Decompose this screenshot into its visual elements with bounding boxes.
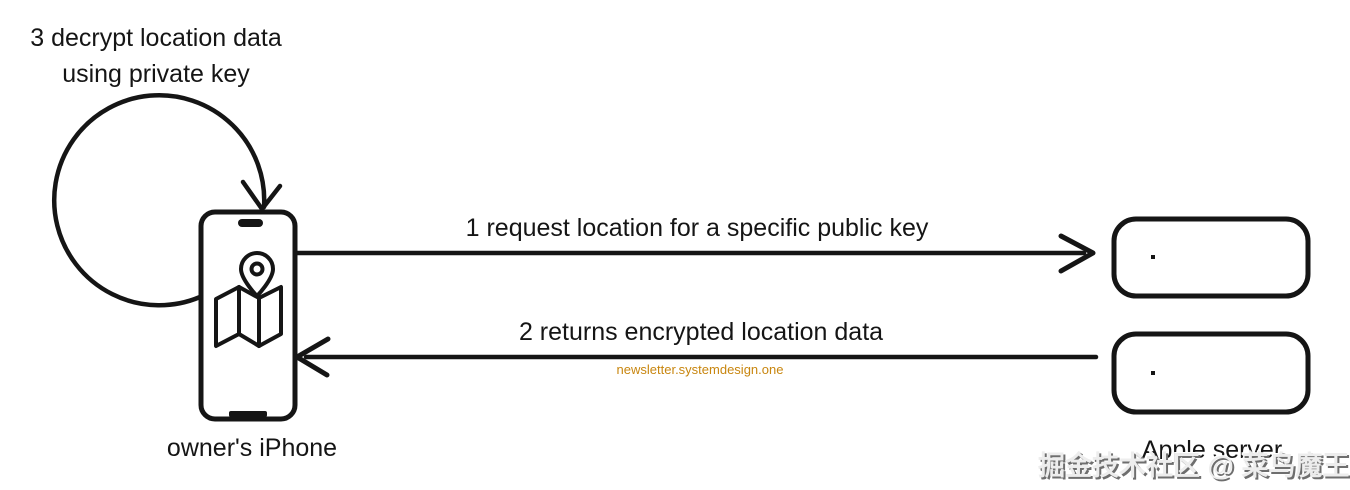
- request-arrow: [294, 233, 1096, 274]
- map-icon: [214, 285, 283, 348]
- iphone-node-label: owner's iPhone: [166, 434, 338, 462]
- decrypt-loop-arrow: [52, 93, 283, 308]
- phone-home-indicator: [229, 411, 267, 417]
- request-arrowhead: [1058, 233, 1096, 274]
- decrypt-loop-label-line2: using private key: [62, 60, 250, 88]
- request-arrow-label: 1 request location for a specific public…: [465, 214, 929, 242]
- apple-server-node-label: Apple server: [1141, 436, 1283, 464]
- response-arrow-label: 2 returns encrypted location data: [518, 318, 884, 346]
- site-credit-text: newsletter.systemdesign.one: [616, 362, 784, 377]
- decrypt-loop-label-line1: 3 decrypt location data: [30, 24, 282, 52]
- decrypt-loop-label: 3 decrypt location data using private ke…: [8, 20, 304, 92]
- server-box-1-dot: [1151, 255, 1155, 259]
- server-box-1: [1111, 216, 1311, 299]
- apple-server-icons: [1111, 216, 1311, 415]
- community-watermark: 掘金技术社区 @ 菜鸟魔王: [1038, 451, 1350, 481]
- server-box-2: [1111, 331, 1311, 415]
- phone-notch: [238, 219, 263, 227]
- server-box-2-dot: [1151, 371, 1155, 375]
- iphone-icon: [198, 209, 298, 422]
- location-pin-icon: [239, 251, 275, 298]
- decrypt-loop-arrowhead: [240, 179, 283, 212]
